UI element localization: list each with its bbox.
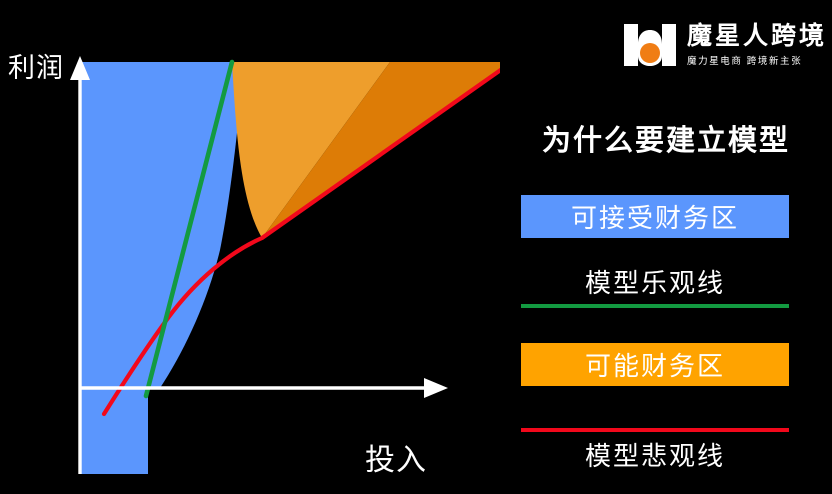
legend-swatch-possible: 可能财务区	[521, 343, 789, 386]
legend-label-acceptable: 可接受财务区	[570, 203, 739, 233]
logo-mark-icon	[622, 22, 678, 68]
optimistic-line	[143, 59, 235, 399]
legend-item-optimistic-line: 模型乐观线	[521, 263, 789, 308]
y-axis-label: 利润	[8, 53, 64, 83]
legend-item-pessimistic-line: 模型悲观线	[521, 428, 789, 473]
legend-label-possible: 可能财务区	[584, 351, 725, 381]
logo-text-block: 魔星人跨境 魔力星电商 跨境新主张	[687, 21, 828, 68]
logo-sub-text: 魔力星电商 跨境新主张	[687, 56, 803, 68]
legend-item-possible-area: 可能财务区	[521, 343, 789, 386]
legend-swatch-acceptable: 可接受财务区	[521, 195, 789, 238]
chart-panel: 利润 投入	[8, 53, 500, 477]
legend-rule-pessimistic	[521, 428, 789, 432]
acceptable-finance-area-lower	[80, 388, 148, 474]
legend-label-pessimistic: 模型悲观线	[584, 441, 725, 471]
slide-title: 为什么要建立模型	[541, 125, 790, 157]
x-axis-arrow-icon	[424, 378, 448, 398]
x-axis-label: 投入	[365, 444, 427, 477]
logo-main-text: 魔星人跨境	[687, 21, 828, 50]
acceptable-finance-area-sliver	[148, 62, 244, 388]
y-axis-arrow-icon	[70, 56, 90, 80]
possible-finance-area-light	[232, 62, 390, 238]
legend-item-acceptable-area: 可接受财务区	[521, 195, 789, 238]
profit-investment-chart	[70, 56, 500, 474]
legend-rule-optimistic	[521, 304, 789, 308]
right-panel: 魔星人跨境 魔力星电商 跨境新主张 为什么要建立模型 可接受财务区 模型乐观线 …	[500, 0, 832, 494]
brand-logo: 魔星人跨境 魔力星电商 跨境新主张	[622, 22, 827, 68]
legend-label-optimistic: 模型乐观线	[584, 268, 725, 298]
acceptable-finance-area-upper	[80, 62, 232, 388]
